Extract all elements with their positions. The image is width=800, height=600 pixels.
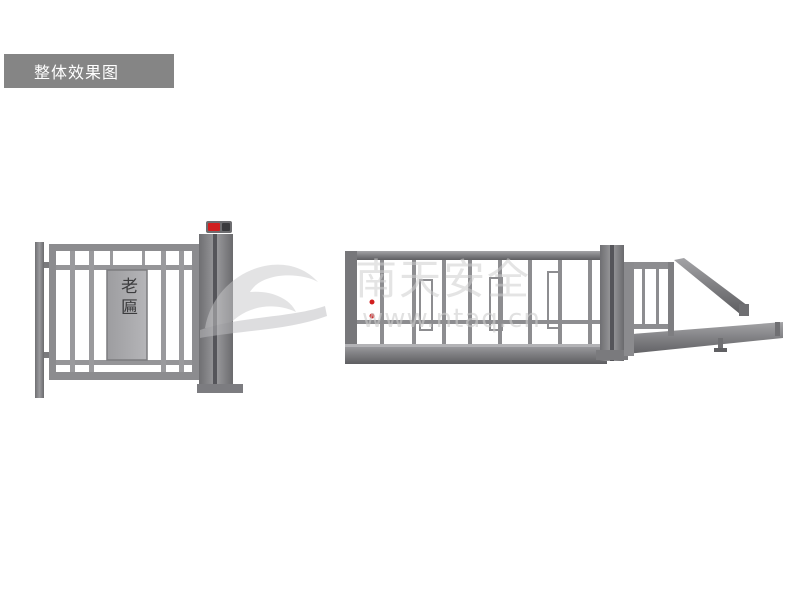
bottom-track	[345, 344, 607, 364]
gate-frame-bottom	[49, 372, 199, 380]
indicator-light-upper	[369, 299, 375, 305]
track-extension	[607, 322, 783, 356]
header-bar: 整体效果图	[4, 54, 174, 88]
panel-glyphs: 老匾	[117, 277, 138, 319]
center-panel	[106, 269, 148, 361]
slide-frame-top	[345, 251, 603, 260]
support-foot-right	[775, 322, 780, 336]
watermark-brand: 南天安全	[355, 255, 532, 304]
watermark-url: www.ntaq.cn	[362, 304, 541, 334]
header-title: 整体效果图	[34, 63, 120, 82]
support-foot-left	[718, 338, 723, 350]
gate-frame-left	[49, 244, 56, 380]
watermark-logo	[200, 264, 327, 338]
indicator-light-lower	[369, 313, 375, 319]
slide-frame-end	[345, 251, 357, 347]
sliding-gate	[345, 245, 783, 364]
gate-frame-top	[49, 244, 199, 251]
gate-frame-right	[192, 244, 199, 380]
diagonal-brace	[674, 258, 748, 314]
left-post	[35, 242, 44, 398]
